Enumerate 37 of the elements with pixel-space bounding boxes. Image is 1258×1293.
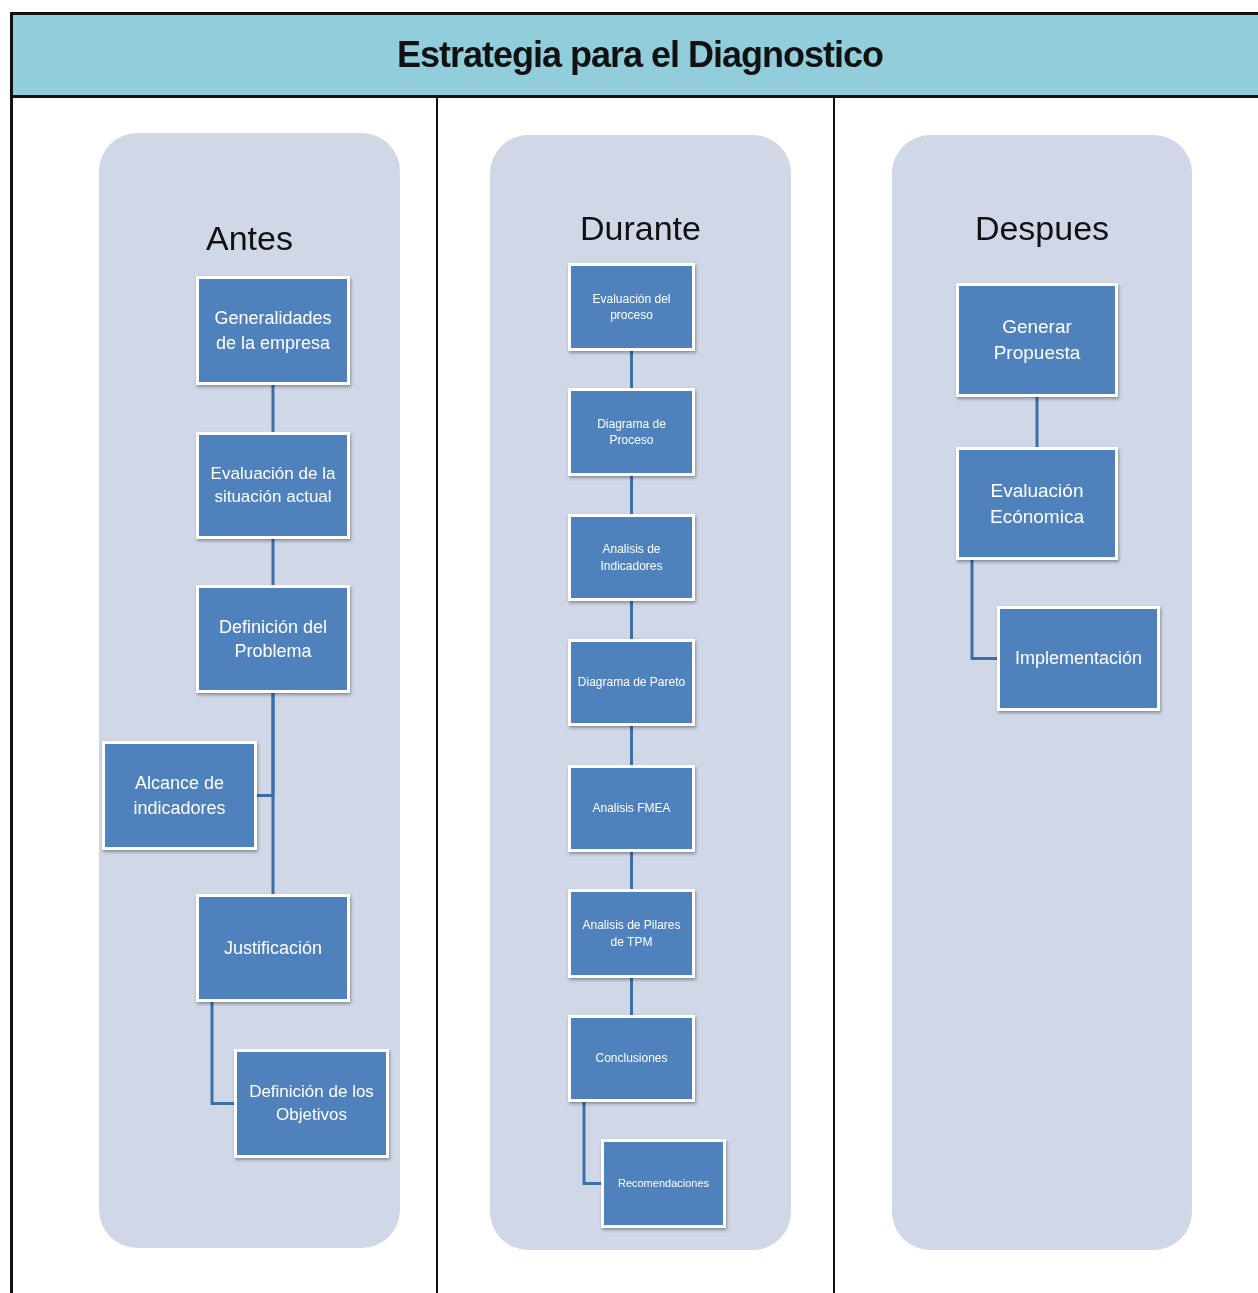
panel-heading: Antes (205, 218, 294, 258)
process-box: Evaluación Ecónomica (956, 447, 1118, 560)
connector-line (210, 1002, 234, 1105)
process-box: Definición de los Objetivos (234, 1049, 389, 1158)
phase-panel (99, 133, 400, 1248)
process-box: Recomendaciones (601, 1139, 726, 1228)
process-box: Generar Propuesta (956, 283, 1118, 397)
connector-line (271, 693, 275, 894)
connector-line (630, 476, 633, 514)
connector-line (630, 601, 633, 639)
connector-line (1035, 397, 1039, 447)
phase-panel (490, 135, 791, 1250)
connector-line (271, 385, 275, 432)
connector-line (630, 351, 633, 388)
process-box: Analisis de Pilares de TPM (568, 889, 695, 978)
panel-heading: Despues (973, 208, 1111, 248)
process-box: Analisis de Indicadores (568, 514, 695, 601)
process-box: Implementación (997, 606, 1160, 711)
process-box: Evaluación de la situación actual (196, 432, 350, 539)
process-box: Conclusiones (568, 1015, 695, 1102)
connector-line (970, 560, 997, 660)
connector-line (630, 852, 633, 889)
process-box: Generalidades de la empresa (196, 276, 350, 385)
process-box: Analisis FMEA (568, 765, 695, 852)
connector-line (630, 978, 633, 1015)
connector-line (582, 1102, 601, 1185)
process-box: Alcance de indicadores (102, 741, 257, 850)
process-box: Justificación (196, 894, 350, 1002)
process-box: Diagrama de Proceso (568, 388, 695, 476)
diagram-title: Estrategia para el Diagnostico (396, 34, 884, 76)
process-box: Diagrama de Pareto (568, 639, 695, 726)
process-box: Evaluación del proceso (568, 263, 695, 351)
phase-panel (892, 135, 1192, 1250)
process-box: Definición del Problema (196, 585, 350, 693)
connector-line (630, 726, 633, 765)
panel-heading: Durante (579, 208, 702, 248)
connector-line (271, 539, 275, 585)
